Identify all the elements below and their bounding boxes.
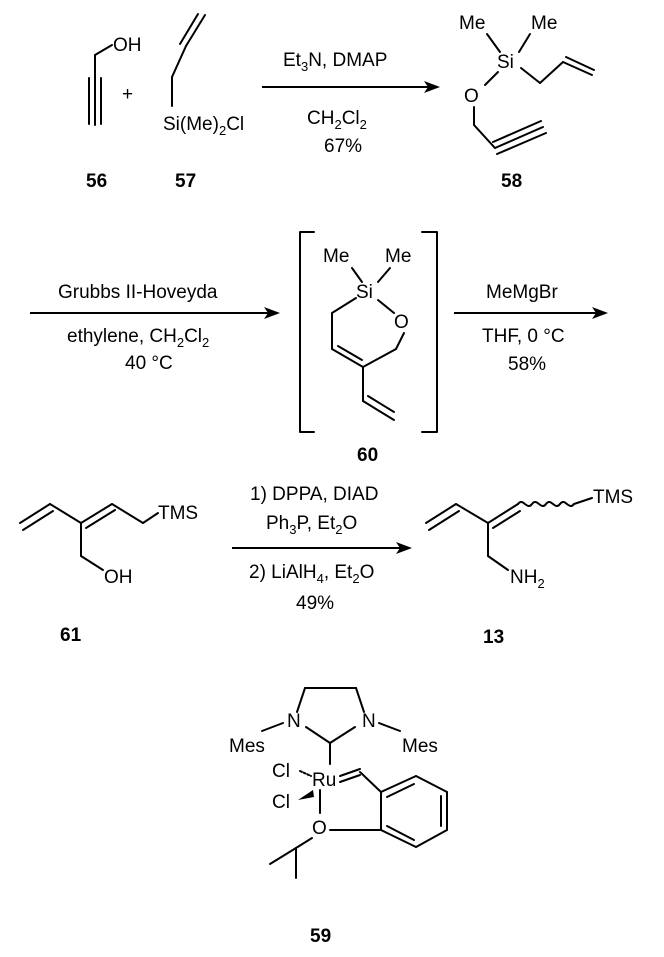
mesityl-label: Mes — [402, 736, 438, 757]
silyl-chloride-label: Si(Me)2Cl — [163, 114, 244, 138]
compound-56: OH 56 — [86, 35, 142, 192]
reaction-arrow-2: Grubbs II-Hoveyda ethylene, CH2Cl2 40 °C — [30, 282, 280, 374]
ruthenium-label: Ru — [312, 770, 336, 791]
solvent-below-1: CH2Cl2 — [307, 108, 367, 132]
compound-58: Me Me Si O 58 — [459, 13, 595, 192]
silicon-label: Si — [356, 282, 373, 303]
plus-sign: + — [122, 84, 133, 105]
nitrogen-label: N — [362, 711, 376, 732]
chloride-label: Cl — [272, 792, 290, 813]
methyl-label: Me — [385, 246, 411, 267]
reaction-arrow-3: MeMgBr THF, 0 °C 58% — [454, 282, 608, 375]
compound-60: Me Me Si O 60 — [299, 231, 438, 466]
hydroxyl-label: OH — [104, 567, 133, 588]
temperature-2: 40 °C — [125, 353, 173, 374]
compound-61: TMS OH 61 — [19, 503, 198, 646]
reagents-line-3: 2) LiAlH4, Et2O — [249, 562, 374, 586]
methyl-label: Me — [323, 246, 349, 267]
catalyst-above-2: Grubbs II-Hoveyda — [58, 282, 218, 303]
reagent-above-3: MeMgBr — [486, 282, 558, 303]
hydroxyl-label: OH — [113, 35, 142, 56]
compound-number-58: 58 — [501, 171, 522, 192]
amine-label: NH2 — [510, 567, 545, 591]
tms-label: TMS — [593, 487, 633, 508]
tms-label: TMS — [158, 503, 198, 524]
compound-number-56: 56 — [86, 171, 107, 192]
conditions-below-3: THF, 0 °C — [482, 326, 565, 347]
oxygen-label: O — [312, 818, 327, 839]
reagents-line-2: Ph3P, Et2O — [266, 513, 357, 537]
yield-3: 58% — [508, 354, 546, 375]
compound-57: Si(Me)2Cl 57 — [163, 13, 244, 192]
oxygen-label: O — [464, 86, 479, 107]
yield-4: 49% — [296, 593, 334, 614]
methyl-label: Me — [531, 13, 557, 34]
silicon-label: Si — [497, 52, 514, 73]
compound-number-60: 60 — [357, 445, 378, 466]
compound-13: TMS NH2 13 — [425, 487, 633, 648]
compound-number-13: 13 — [483, 627, 504, 648]
yield-1: 67% — [324, 136, 362, 157]
reagents-line-1: 1) DPPA, DIAD — [250, 484, 378, 505]
catalyst-59: Mes N N Mes Ru Cl Cl O 59 — [229, 687, 448, 947]
compound-number-57: 57 — [175, 171, 196, 192]
mesityl-label: Mes — [229, 736, 265, 757]
methyl-label: Me — [459, 13, 485, 34]
compound-number-61: 61 — [60, 625, 82, 646]
conditions-below-2: ethylene, CH2Cl2 — [67, 326, 209, 350]
compound-number-59: 59 — [310, 926, 331, 947]
reagents-above-1: Et3N, DMAP — [283, 50, 387, 74]
nitrogen-label: N — [287, 711, 301, 732]
oxygen-label: O — [394, 312, 409, 333]
reaction-arrow-1: Et3N, DMAP CH2Cl2 67% — [262, 50, 440, 157]
chloride-label: Cl — [272, 761, 290, 782]
reaction-arrow-4: 1) DPPA, DIAD Ph3P, Et2O 2) LiAlH4, Et2O… — [232, 484, 412, 614]
